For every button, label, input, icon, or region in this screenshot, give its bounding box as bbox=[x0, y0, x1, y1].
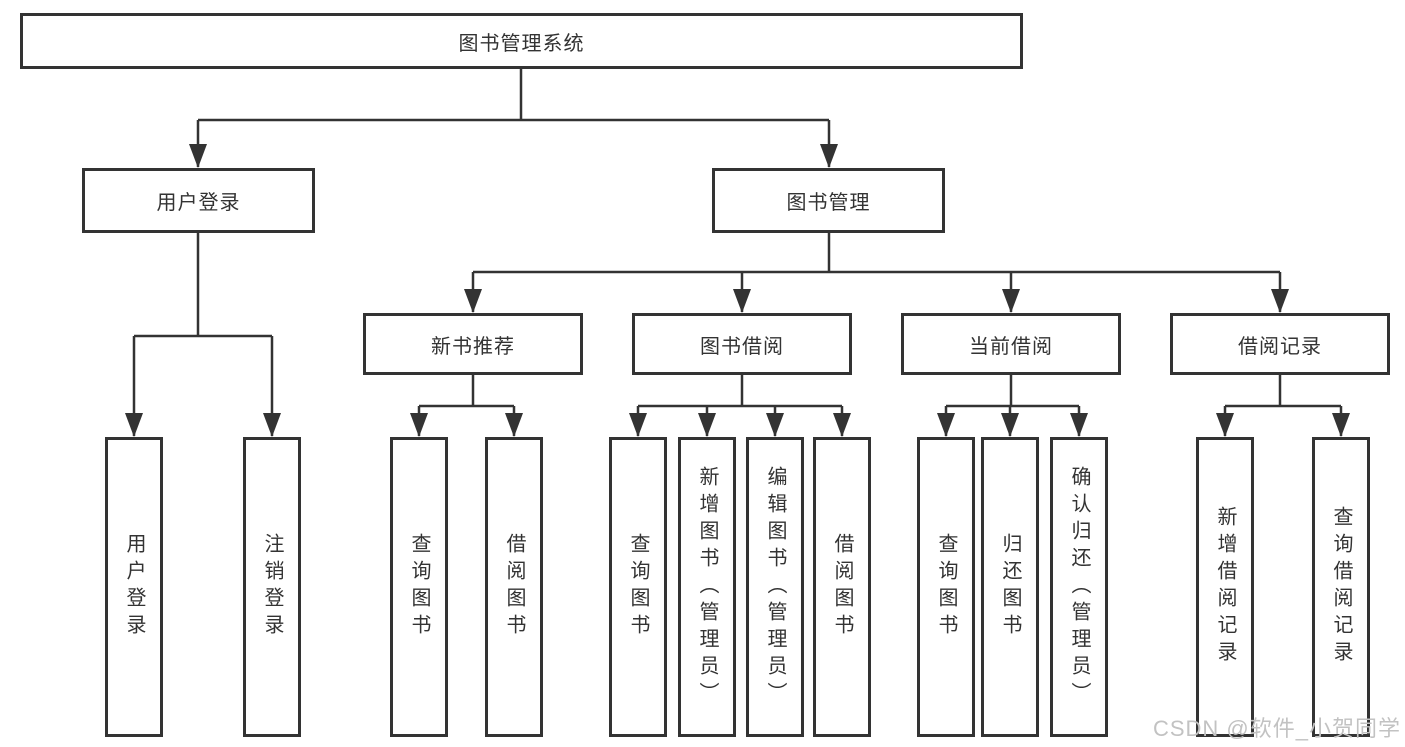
leaf-label: 归还图书 bbox=[999, 533, 1021, 641]
arrow-icon bbox=[263, 413, 281, 437]
leaf-return-books: 归还图书 bbox=[981, 437, 1039, 737]
arrow-icon bbox=[1332, 413, 1350, 437]
arrow-icon bbox=[1001, 413, 1019, 437]
arrow-icon bbox=[733, 289, 751, 313]
node-label: 用户登录 bbox=[156, 192, 241, 214]
arrow-icon bbox=[464, 289, 482, 313]
node-label: 当前借阅 bbox=[969, 335, 1053, 358]
leaf-query-books-current: 查询图书 bbox=[917, 437, 975, 737]
arrow-icon bbox=[766, 413, 784, 437]
leaf-label: 确认归还（管理员） bbox=[1068, 465, 1090, 709]
leaf-query-borrow-record: 查询借阅记录 bbox=[1312, 437, 1370, 737]
connector-bookborrow-to-leaves bbox=[636, 375, 844, 436]
leaf-label: 查询借阅记录 bbox=[1330, 506, 1352, 668]
csdn-watermark: CSDN @软件_小贺同学 bbox=[1152, 716, 1401, 741]
leaf-borrow-books-recommend: 借阅图书 bbox=[485, 437, 543, 737]
node-user-login: 用户登录 bbox=[82, 168, 315, 233]
arrow-icon bbox=[1216, 413, 1234, 437]
arrow-icon bbox=[698, 413, 716, 437]
node-label: 图书管理 bbox=[786, 192, 871, 214]
leaf-logout: 注销登录 bbox=[243, 437, 301, 737]
arrow-icon bbox=[1271, 289, 1289, 313]
arrow-icon bbox=[833, 413, 851, 437]
leaf-edit-book-admin: 编辑图书（管理员） bbox=[746, 437, 804, 737]
arrow-icon bbox=[937, 413, 955, 437]
arrow-icon bbox=[629, 413, 647, 437]
leaf-label: 编辑图书（管理员） bbox=[764, 465, 786, 709]
leaf-label: 注销登录 bbox=[261, 533, 283, 641]
arrow-icon bbox=[125, 413, 143, 437]
node-label: 图书借阅 bbox=[700, 335, 784, 358]
node-label: 图书管理系统 bbox=[458, 32, 585, 55]
leaf-label: 用户登录 bbox=[123, 533, 145, 641]
node-label: 借阅记录 bbox=[1238, 335, 1322, 358]
arrow-icon bbox=[189, 144, 207, 168]
leaf-add-book-admin: 新增图书（管理员） bbox=[678, 437, 736, 737]
connector-borrowrecord-to-leaves bbox=[1223, 375, 1343, 436]
arrow-icon bbox=[410, 413, 428, 437]
node-borrowing-records: 借阅记录 bbox=[1170, 313, 1390, 375]
leaf-confirm-return-admin: 确认归还（管理员） bbox=[1050, 437, 1108, 737]
node-new-book-recommendation: 新书推荐 bbox=[363, 313, 583, 375]
leaf-user-login: 用户登录 bbox=[105, 437, 163, 737]
leaf-borrow-books: 借阅图书 bbox=[813, 437, 871, 737]
leaf-add-borrow-record: 新增借阅记录 bbox=[1196, 437, 1254, 737]
node-label: 新书推荐 bbox=[431, 335, 515, 358]
leaf-label: 查询图书 bbox=[935, 533, 957, 641]
leaf-label: 新增图书（管理员） bbox=[696, 465, 718, 709]
leaf-label: 查询图书 bbox=[627, 533, 649, 641]
node-current-borrowing: 当前借阅 bbox=[901, 313, 1121, 375]
node-book-borrowing: 图书借阅 bbox=[632, 313, 852, 375]
leaf-label: 新增借阅记录 bbox=[1214, 506, 1236, 668]
arrow-icon bbox=[505, 413, 523, 437]
leaf-label: 查询图书 bbox=[408, 533, 430, 641]
arrow-icon bbox=[1070, 413, 1088, 437]
connector-userlogin-to-leaves bbox=[132, 233, 274, 436]
leaf-query-books-borrow: 查询图书 bbox=[609, 437, 667, 737]
leaf-query-books-recommend: 查询图书 bbox=[390, 437, 448, 737]
connector-newbook-to-leaves bbox=[417, 375, 516, 436]
node-book-management: 图书管理 bbox=[712, 168, 945, 233]
arrowheads bbox=[125, 144, 1350, 437]
leaf-label: 借阅图书 bbox=[831, 533, 853, 641]
connector-bookmgmt-to-level3 bbox=[471, 233, 1282, 312]
arrow-icon bbox=[1002, 289, 1020, 313]
connector-lines bbox=[132, 69, 1343, 436]
arrow-icon bbox=[820, 144, 838, 168]
leaf-label: 借阅图书 bbox=[503, 533, 525, 641]
connector-root-to-level2 bbox=[196, 69, 831, 167]
node-library-management-system: 图书管理系统 bbox=[20, 13, 1023, 69]
